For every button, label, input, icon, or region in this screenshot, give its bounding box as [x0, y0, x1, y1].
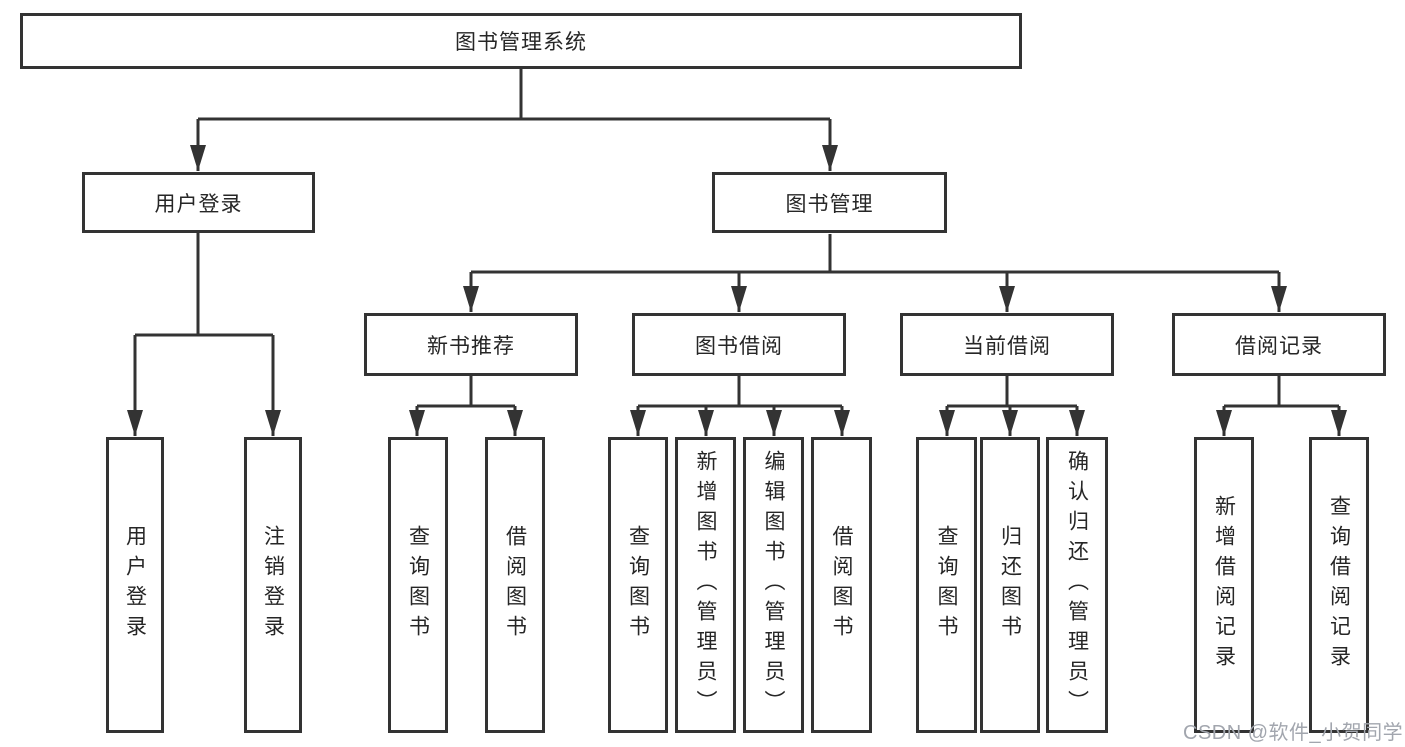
- csdn-watermark: CSDN @软件_小贺同学: [1183, 722, 1404, 744]
- leaf-query-books-recommend: 查询图书: [388, 437, 448, 733]
- leaf-return-book-label: 归还图书: [998, 525, 1022, 645]
- leaf-query-books-recommend-label: 查询图书: [406, 525, 430, 645]
- leaf-user-login: 用户登录: [106, 437, 164, 733]
- leaf-return-book: 归还图书: [980, 437, 1040, 733]
- leaf-query-borrow-record-label: 查询借阅记录: [1327, 495, 1351, 675]
- node-new-book-recommend-label: 新书推荐: [427, 334, 515, 358]
- leaf-logout: 注销登录: [244, 437, 302, 733]
- node-current-borrow: 当前借阅: [900, 313, 1114, 376]
- leaf-query-books-current: 查询图书: [916, 437, 977, 733]
- node-user-login: 用户登录: [82, 172, 315, 233]
- node-borrow-records: 借阅记录: [1172, 313, 1386, 376]
- node-root: 图书管理系统: [20, 13, 1022, 69]
- leaf-add-borrow-record: 新增借阅记录: [1194, 437, 1254, 733]
- leaf-borrow-books-label: 借阅图书: [830, 525, 853, 645]
- leaf-edit-book-admin-label: 编辑图书（管理员）: [762, 450, 785, 720]
- node-current-borrow-label: 当前借阅: [963, 334, 1051, 358]
- node-book-management-label: 图书管理: [785, 192, 874, 216]
- node-book-borrow: 图书借阅: [632, 313, 846, 376]
- node-book-borrow-label: 图书借阅: [695, 334, 783, 358]
- leaf-add-book-admin-label: 新增图书（管理员）: [694, 450, 717, 720]
- leaf-add-borrow-record-label: 新增借阅记录: [1212, 495, 1236, 675]
- leaf-query-borrow-record: 查询借阅记录: [1309, 437, 1369, 733]
- node-book-management: 图书管理: [712, 172, 947, 233]
- leaf-borrow-books: 借阅图书: [811, 437, 872, 733]
- node-new-book-recommend: 新书推荐: [364, 313, 578, 376]
- leaf-edit-book-admin: 编辑图书（管理员）: [743, 437, 804, 733]
- node-root-label: 图书管理系统: [455, 31, 587, 54]
- leaf-borrow-books-recommend: 借阅图书: [485, 437, 545, 733]
- leaf-borrow-books-recommend-label: 借阅图书: [503, 525, 527, 645]
- node-user-login-label: 用户登录: [154, 192, 243, 216]
- leaf-confirm-return-admin: 确认归还（管理员）: [1046, 437, 1108, 733]
- leaf-confirm-return-admin-label: 确认归还（管理员）: [1065, 450, 1089, 720]
- leaf-query-books-current-label: 查询图书: [935, 525, 958, 645]
- leaf-query-books-borrow-label: 查询图书: [626, 525, 650, 645]
- leaf-user-login-label: 用户登录: [123, 525, 147, 645]
- leaf-query-books-borrow: 查询图书: [608, 437, 668, 733]
- leaf-add-book-admin: 新增图书（管理员）: [675, 437, 736, 733]
- node-borrow-records-label: 借阅记录: [1235, 334, 1323, 358]
- leaf-logout-label: 注销登录: [261, 525, 285, 645]
